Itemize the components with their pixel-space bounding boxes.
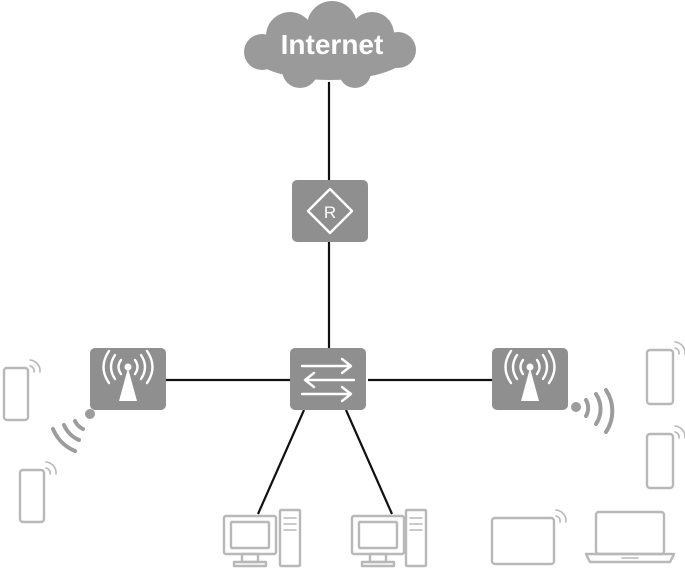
desktop-pc-left: [222, 508, 302, 568]
desktop-pc-right: [350, 508, 428, 568]
access-point-icon: [504, 349, 556, 401]
switch: [290, 348, 366, 410]
smartphone-icon: [645, 341, 685, 406]
smartphone-icon: [18, 461, 57, 524]
tablet-device: [490, 509, 567, 566]
smartphone-left-top: [2, 359, 41, 422]
router-label: R: [324, 203, 336, 222]
link-switch-pc-right: [344, 409, 394, 515]
desktop-pc-icon: [350, 508, 428, 568]
wifi-signal-icon: [571, 388, 615, 434]
switch-icon: [300, 357, 356, 403]
router: R: [292, 180, 368, 242]
access-point-right: [492, 348, 568, 410]
laptop-device: [584, 510, 676, 564]
desktop-pc-icon: [222, 508, 302, 568]
network-links: [166, 82, 492, 515]
wifi-signal-icon: [51, 409, 95, 453]
smartphone-right-top: [645, 341, 685, 406]
router-icon: [306, 187, 354, 235]
wifi-signal-right: [571, 388, 615, 434]
smartphone-icon: [645, 425, 685, 490]
access-point-left: [90, 348, 166, 410]
cloud-icon: [244, 1, 416, 88]
link-switch-pc-left: [256, 409, 306, 515]
internet-label: Internet: [281, 29, 384, 60]
tablet-icon: [490, 509, 567, 566]
access-point-icon: [102, 349, 154, 401]
wifi-signal-left: [51, 409, 95, 453]
laptop-icon: [584, 510, 676, 564]
smartphone-left-bottom: [18, 461, 57, 524]
smartphone-right-bottom: [645, 425, 685, 490]
internet-cloud: Internet: [244, 1, 416, 88]
smartphone-icon: [2, 359, 41, 422]
